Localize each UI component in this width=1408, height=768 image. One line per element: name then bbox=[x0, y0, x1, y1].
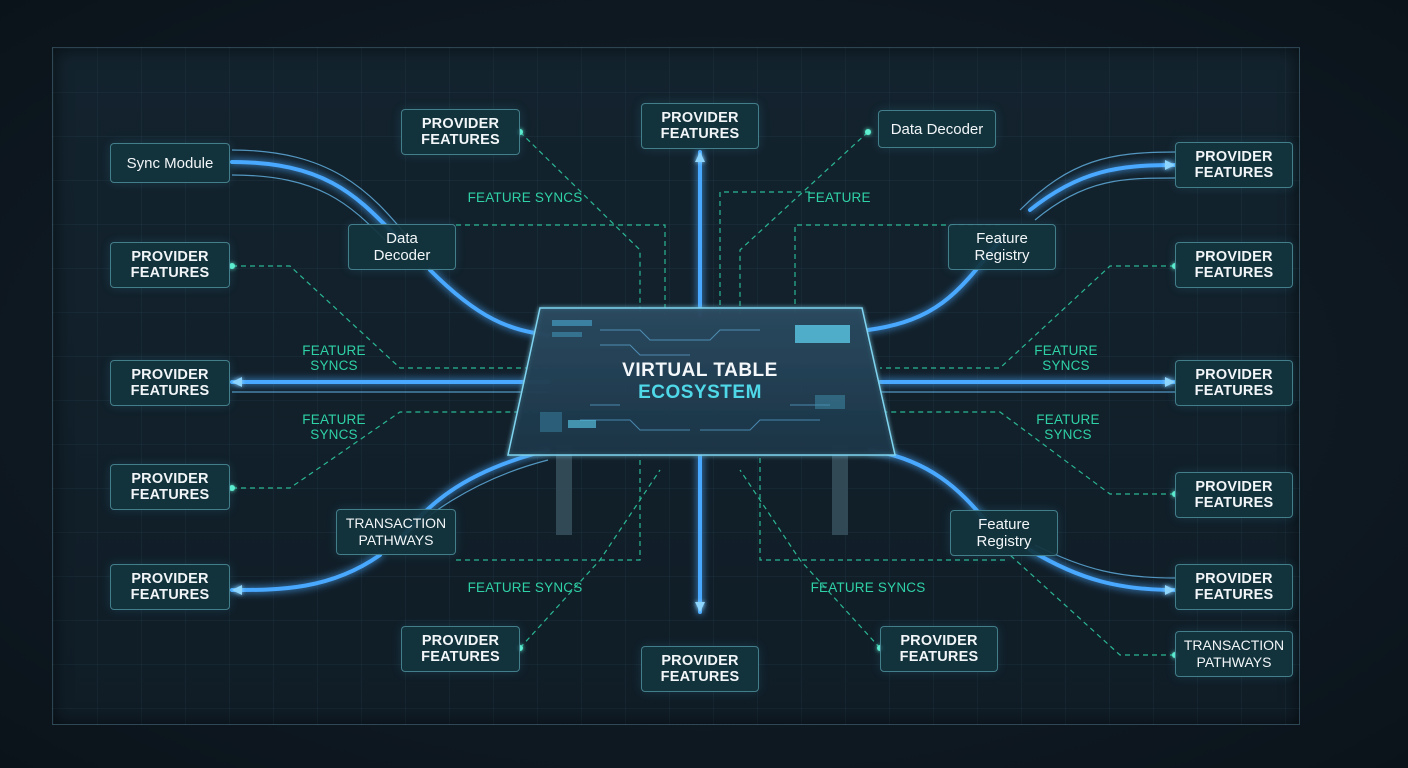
node-provider-features-bottom-right[interactable]: PROVIDER FEATURES bbox=[880, 626, 998, 672]
node-provider-features-left-2[interactable]: PROVIDER FEATURES bbox=[110, 360, 230, 406]
node-provider-features-left-1[interactable]: PROVIDER FEATURES bbox=[110, 242, 230, 288]
label-feature-syncs-top-left: FEATURE SYNCS bbox=[467, 190, 583, 205]
node-provider-features-right-4[interactable]: PROVIDER FEATURES bbox=[1175, 472, 1293, 518]
beam-left-bottom bbox=[230, 553, 382, 592]
node-provider-features-top-left[interactable]: PROVIDER FEATURES bbox=[401, 109, 520, 155]
node-feature-registry-top[interactable]: Feature Registry bbox=[948, 224, 1056, 270]
center-title-line1: VIRTUAL TABLE bbox=[622, 360, 778, 381]
label-feature-syncs-right-1: FEATURE SYNCS bbox=[1034, 343, 1098, 373]
node-provider-features-right-2[interactable]: PROVIDER FEATURES bbox=[1175, 242, 1293, 288]
node-provider-features-bottom-center[interactable]: PROVIDER FEATURES bbox=[641, 646, 759, 692]
arrow-heads bbox=[232, 152, 1175, 612]
node-data-decoder-left[interactable]: Data Decoder bbox=[348, 224, 456, 270]
node-transaction-pathways-right[interactable]: TRANSACTION PATHWAYS bbox=[1175, 631, 1293, 677]
center-title-line2: ECOSYSTEM bbox=[638, 382, 762, 403]
label-feature-syncs-left-2: FEATURE SYNCS bbox=[302, 412, 366, 442]
node-provider-features-bottom-left[interactable]: PROVIDER FEATURES bbox=[401, 626, 520, 672]
label-feature-syncs-bottom-right: FEATURE SYNCS bbox=[810, 580, 926, 595]
label-feature-top-right: FEATURE bbox=[807, 190, 871, 205]
label-feature-syncs-right-2: FEATURE SYNCS bbox=[1036, 412, 1100, 442]
node-sync-module[interactable]: Sync Module bbox=[110, 143, 230, 183]
node-feature-registry-bottom[interactable]: Feature Registry bbox=[950, 510, 1058, 556]
node-transaction-pathways-left[interactable]: TRANSACTION PATHWAYS bbox=[336, 509, 456, 555]
node-provider-features-right-5[interactable]: PROVIDER FEATURES bbox=[1175, 564, 1293, 610]
beam-right-top2 bbox=[1028, 163, 1177, 212]
node-provider-features-right-3[interactable]: PROVIDER FEATURES bbox=[1175, 360, 1293, 406]
node-provider-features-right-1[interactable]: PROVIDER FEATURES bbox=[1175, 142, 1293, 188]
center-title: VIRTUAL TABLE ECOSYSTEM bbox=[600, 360, 800, 404]
virtual-table-graphic bbox=[507, 307, 896, 535]
node-provider-features-left-3[interactable]: PROVIDER FEATURES bbox=[110, 464, 230, 510]
beam-right-bottom bbox=[1028, 548, 1177, 592]
node-provider-features-left-4[interactable]: PROVIDER FEATURES bbox=[110, 564, 230, 610]
label-feature-syncs-bottom-left: FEATURE SYNCS bbox=[467, 580, 583, 595]
node-data-decoder-top[interactable]: Data Decoder bbox=[878, 110, 996, 148]
label-feature-syncs-left-1: FEATURE SYNCS bbox=[302, 343, 366, 373]
beam-decoder-table bbox=[428, 268, 550, 337]
node-provider-features-top-center[interactable]: PROVIDER FEATURES bbox=[641, 103, 759, 149]
dashed-links bbox=[232, 131, 1175, 656]
